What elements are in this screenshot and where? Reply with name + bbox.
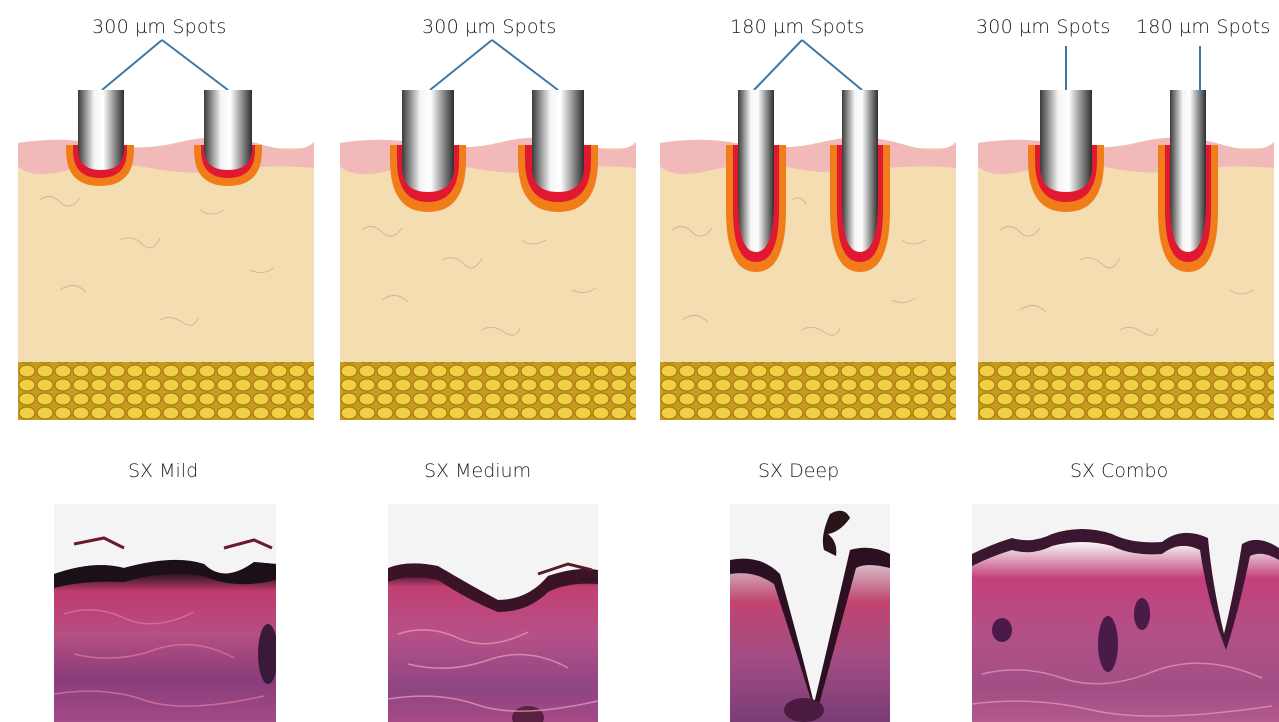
skin-cross-section-diagram xyxy=(642,0,962,440)
fat-layer xyxy=(340,362,636,420)
histology-texture xyxy=(972,504,1279,722)
leader-line xyxy=(430,40,492,90)
laser-probe xyxy=(1170,90,1206,252)
laser-probe xyxy=(738,90,774,252)
panel-caption: SX Deep xyxy=(758,460,839,482)
dermis-layer xyxy=(18,148,314,370)
panel-sx-mild: 300 µm Spots xyxy=(0,0,320,440)
histology-image xyxy=(730,504,890,722)
laser-probe xyxy=(842,90,878,252)
histology-texture xyxy=(730,504,890,722)
panel-caption: SX Medium xyxy=(424,460,531,482)
laser-probe xyxy=(78,90,124,170)
panel-caption: SX Mild xyxy=(128,460,198,482)
dermis-layer xyxy=(660,148,956,370)
laser-probe xyxy=(532,90,584,192)
leader-line xyxy=(162,40,228,90)
skin-cross-section-diagram xyxy=(960,0,1279,440)
histology-texture xyxy=(388,504,598,722)
dermis-layer xyxy=(978,148,1274,370)
fat-layer xyxy=(18,362,314,420)
leader-line xyxy=(754,40,802,90)
histology-image xyxy=(972,504,1279,722)
leader-line xyxy=(102,40,162,90)
laser-probe xyxy=(204,90,252,170)
leader-line xyxy=(492,40,558,90)
leader-line xyxy=(802,40,862,90)
fat-layer xyxy=(660,362,956,420)
panel-sx-combo: 300 µm Spots 180 µm Spots xyxy=(960,0,1279,440)
histology-texture xyxy=(54,504,276,722)
skin-cross-section-diagram xyxy=(0,0,320,440)
panel-sx-medium: 300 µm Spots xyxy=(322,0,642,440)
panel-caption: SX Combo xyxy=(1070,460,1168,482)
fat-layer xyxy=(978,362,1274,420)
panel-sx-deep: 180 µm Spots xyxy=(642,0,962,440)
skin-cross-section-diagram xyxy=(322,0,642,440)
histology-image xyxy=(54,504,276,722)
laser-probe xyxy=(402,90,454,192)
histology-image xyxy=(388,504,598,722)
laser-probe xyxy=(1040,90,1092,192)
